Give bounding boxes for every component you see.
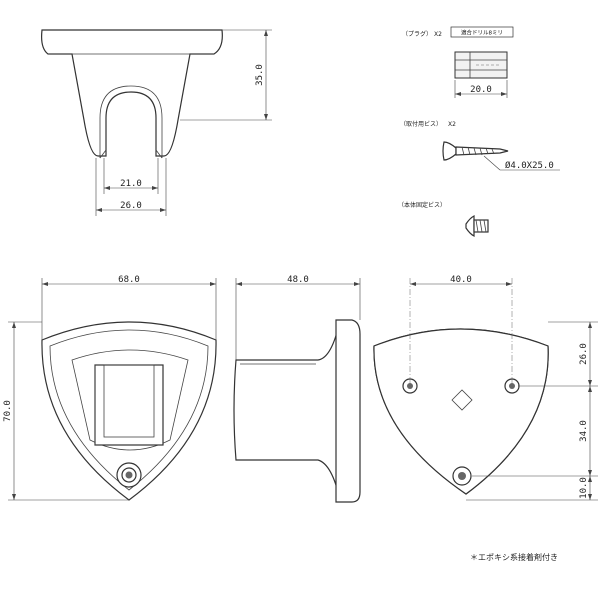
plug-part: （プラグ） X2 適合ドリル8ミリ 20.0 [402, 26, 514, 98]
plug-drill-note: 適合ドリル8ミリ [461, 29, 503, 37]
dim-front-width: 68.0 [118, 275, 140, 285]
top-view-holder: 35.0 21.0 26.0 [41, 29, 272, 216]
dim-back-v3: 10.0 [579, 477, 589, 499]
dim-back-v2: 34.0 [579, 420, 589, 442]
screw-spec: Ø4.0X25.0 [505, 160, 554, 171]
plug-label: （プラグ） [402, 30, 432, 38]
dim-back-hole-spacing: 40.0 [450, 275, 472, 285]
plug-qty: X2 [434, 31, 442, 38]
dim-top-outer-width: 26.0 [120, 201, 142, 211]
dim-side-depth: 48.0 [287, 275, 309, 285]
mounting-screw-part: （取付用ビス） X2 Ø4.0X25.0 [400, 120, 560, 171]
back-view: 40.0 26.0 34.0 10.0 [373, 275, 598, 501]
dim-top-height: 35.0 [255, 64, 265, 86]
body-fixing-screw-part: （本体固定ビス） [398, 201, 489, 237]
screw-label: （取付用ビス） [400, 120, 442, 128]
fix-screw-label: （本体固定ビス） [398, 201, 446, 209]
dim-top-inner-width: 21.0 [120, 179, 142, 189]
adhesive-footnote: ＊エポキシ系接着剤付き [470, 552, 558, 562]
dim-front-height: 70.0 [3, 400, 13, 422]
front-view: 68.0 70.0 [3, 275, 217, 501]
dim-back-v1: 26.0 [579, 343, 589, 365]
screw-qty: X2 [448, 121, 456, 128]
dim-plug-length: 20.0 [470, 85, 492, 95]
side-view: 48.0 [233, 275, 361, 503]
